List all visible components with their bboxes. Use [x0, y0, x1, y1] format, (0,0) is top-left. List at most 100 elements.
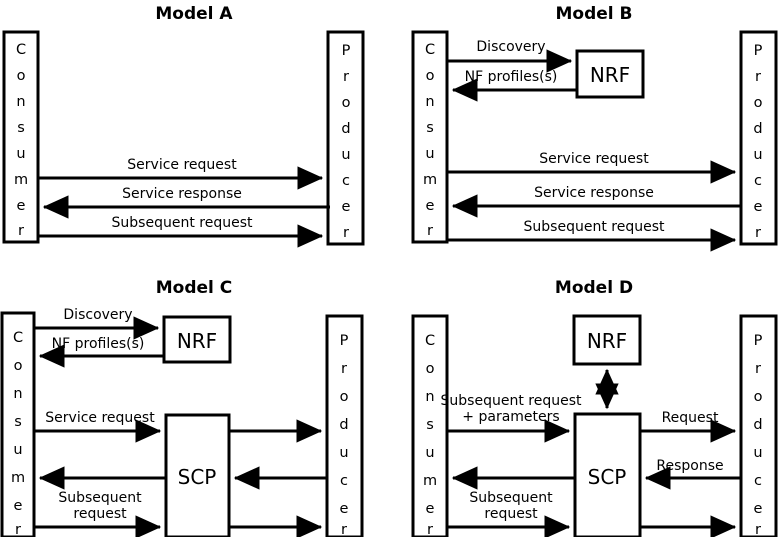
model-b-consumer-node[interactable]: C o n s u m e r — [411, 30, 449, 244]
model-c-consumer-box — [0, 311, 36, 537]
model-b-producer-node[interactable]: P r o d u c e r — [739, 30, 778, 246]
model-d-producer-node[interactable]: P r o d u c e r — [739, 314, 778, 537]
producer-letter-5: c — [342, 173, 350, 189]
producer-letter-7: r — [755, 522, 761, 537]
consumer-letter-2: n — [425, 94, 434, 110]
model-d-title: Model D — [555, 278, 633, 298]
model-c-arrow-nf-profiles: NF profiles(s) — [38, 336, 164, 368]
model-c-subsequent-label-line2: request — [73, 506, 127, 522]
producer-letter-7: r — [341, 522, 347, 537]
model-d-response-label: Response — [656, 458, 723, 474]
consumer-letter-0: C — [13, 330, 23, 346]
consumer-letter-4: u — [425, 146, 434, 162]
model-d-arrow-response: Response — [644, 458, 741, 490]
model-c-nrf-label: NRF — [177, 329, 217, 353]
producer-letter-2: o — [340, 389, 349, 405]
model-c-scp-label: SCP — [178, 465, 217, 489]
model-a-subsequent-request-label: Subsequent request — [112, 215, 253, 231]
model-c-nrf-node[interactable]: NRF — [162, 315, 232, 364]
producer-letter-1: r — [755, 361, 761, 377]
model-d-nrf-node[interactable]: NRF — [572, 314, 642, 366]
producer-letter-6: e — [340, 501, 349, 517]
model-c-discovery-label: Discovery — [63, 307, 132, 323]
consumer-letter-3: s — [426, 120, 434, 136]
model-c-producer-node[interactable]: P r o d u c e r — [325, 314, 364, 537]
model-a-arrow-subsequent-request: Subsequent request — [38, 215, 324, 248]
consumer-letter-1: o — [426, 361, 435, 377]
model-d-arrow-request: Request — [640, 410, 737, 443]
model-d-arrow-subsequent-request: Subsequent request — [447, 490, 571, 537]
model-c-scp-node[interactable]: SCP — [164, 413, 231, 537]
producer-letter-0: P — [754, 43, 763, 59]
model-d-subseq-param-line1: Subsequent request — [441, 393, 582, 409]
consumer-letter-6: e — [426, 501, 435, 517]
model-b-group: Model B C o n s u m e r NRF P r o d u c … — [411, 4, 778, 252]
model-b-nrf-label: NRF — [590, 63, 630, 87]
producer-letter-1: r — [341, 361, 347, 377]
model-a-consumer-node[interactable]: C o n s u m e r — [2, 30, 40, 244]
model-b-service-response-label: Service response — [534, 185, 654, 201]
model-b-arrow-service-response: Service response — [451, 185, 741, 218]
model-d-subsequent-label-line2: request — [484, 506, 538, 522]
model-a-arrow-service-request: Service request — [38, 157, 324, 190]
consumer-letter-1: o — [426, 68, 435, 84]
consumer-letter-4: u — [13, 442, 22, 458]
model-d-subsequent-label-line1: Subsequent — [469, 490, 553, 506]
model-c-title: Model C — [156, 278, 233, 298]
model-b-producer-box — [739, 30, 778, 246]
consumer-letter-7: r — [427, 223, 433, 239]
model-d-producer-box — [739, 314, 778, 537]
model-d-group: Model D C o n s u m e r NRF SCP P r o d … — [411, 278, 778, 537]
producer-letter-2: o — [754, 95, 763, 111]
model-c-group: Model C C o n s u m e r NRF SCP P r o d … — [0, 278, 364, 537]
producer-letter-7: r — [755, 225, 761, 241]
model-c-consumer-node[interactable]: C o n s u m e r — [0, 311, 36, 537]
model-b-subsequent-request-label: Subsequent request — [524, 219, 665, 235]
producer-letter-6: e — [754, 501, 763, 517]
producer-letter-3: d — [753, 121, 762, 137]
consumer-letter-1: o — [17, 68, 26, 84]
model-d-consumer-box — [411, 314, 449, 537]
model-c-arrow-discovery: Discovery — [34, 307, 160, 340]
consumer-letter-6: e — [17, 198, 26, 214]
consumer-letter-5: m — [423, 172, 437, 188]
consumer-letter-0: C — [425, 333, 435, 349]
producer-letter-6: e — [754, 199, 763, 215]
model-b-arrow-nf-profiles: NF profiles(s) — [451, 69, 577, 102]
consumer-letter-0: C — [425, 42, 435, 58]
model-c-nf-profiles-label: NF profiles(s) — [52, 336, 145, 352]
model-a-title: Model A — [155, 4, 233, 24]
model-a-service-response-label: Service response — [122, 186, 242, 202]
model-d-consumer-node[interactable]: C o n s u m e r — [411, 314, 449, 537]
model-c-subsequent-label-line1: Subsequent — [58, 490, 142, 506]
consumer-letter-5: m — [11, 470, 25, 486]
consumer-letter-3: s — [17, 120, 25, 136]
producer-letter-7: r — [343, 225, 349, 241]
model-b-nrf-node[interactable]: NRF — [575, 49, 645, 99]
model-a-group: Model A C o n s u m e r P r o d u c e r … — [2, 4, 365, 248]
model-d-scp-label: SCP — [588, 465, 627, 489]
producer-letter-0: P — [342, 43, 351, 59]
model-d-nrf-box — [572, 314, 642, 366]
producer-letter-4: u — [339, 445, 348, 461]
producer-letter-0: P — [754, 333, 763, 349]
model-b-discovery-label: Discovery — [476, 39, 545, 55]
model-a-producer-node[interactable]: P r o d u c e r — [326, 30, 365, 246]
producer-letter-0: P — [340, 333, 349, 349]
consumer-letter-7: r — [427, 522, 433, 537]
producer-letter-3: d — [339, 417, 348, 433]
model-c-service-request-label: Service request — [45, 410, 155, 426]
consumer-letter-3: s — [426, 417, 434, 433]
model-d-scp-node[interactable]: SCP — [573, 412, 642, 537]
consumer-letter-6: e — [14, 498, 23, 514]
consumer-letter-6: e — [426, 198, 435, 214]
consumer-letter-7: r — [18, 223, 24, 239]
producer-letter-2: o — [754, 389, 763, 405]
consumer-letter-4: u — [16, 146, 25, 162]
model-b-arrow-service-request: Service request — [447, 151, 737, 184]
model-d-request-label: Request — [662, 410, 719, 426]
producer-letter-3: d — [341, 121, 350, 137]
model-c-producer-box — [325, 314, 364, 537]
model-a-consumer-box — [2, 30, 40, 244]
